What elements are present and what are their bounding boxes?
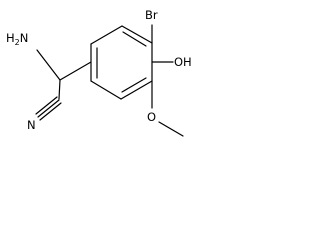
nitrile-triple-bond-1 xyxy=(37,99,60,118)
ring-double-bond-2 xyxy=(121,77,147,93)
nitrile-triple-bond-2 xyxy=(39,102,62,121)
ring-bond-4 xyxy=(90,80,122,100)
molecule-svg: H2N N Br OH O xyxy=(6,8,192,137)
bromine-label: Br xyxy=(145,8,158,22)
hydroxyl-label: OH xyxy=(174,55,192,69)
structure-drawing: H2N N Br OH O xyxy=(0,0,225,155)
methoxy-oxygen-to-methyl-bond xyxy=(158,121,184,137)
alpha-carbon-to-nitrile-carbon-bond xyxy=(58,79,61,100)
ring-to-alpha-carbon-bond xyxy=(59,61,92,81)
amine-hydrogen-label: H xyxy=(6,31,15,45)
nitrile-nitrogen-label: N xyxy=(27,118,36,132)
ring-double-bond-1 xyxy=(122,31,147,47)
ring-bond-3 xyxy=(120,80,153,100)
amine-label: H2N xyxy=(6,31,28,47)
amine-nitrogen-label: N xyxy=(20,31,29,45)
methoxy-oxygen-label: O xyxy=(147,110,156,124)
alpha-carbon-to-amine-bond xyxy=(36,49,61,81)
nitrile-triple-bond-3 xyxy=(35,96,58,115)
amine-hydrogen-count: 2 xyxy=(15,38,20,47)
ring-bond-6 xyxy=(90,25,123,45)
ring-bond-1 xyxy=(121,25,153,44)
